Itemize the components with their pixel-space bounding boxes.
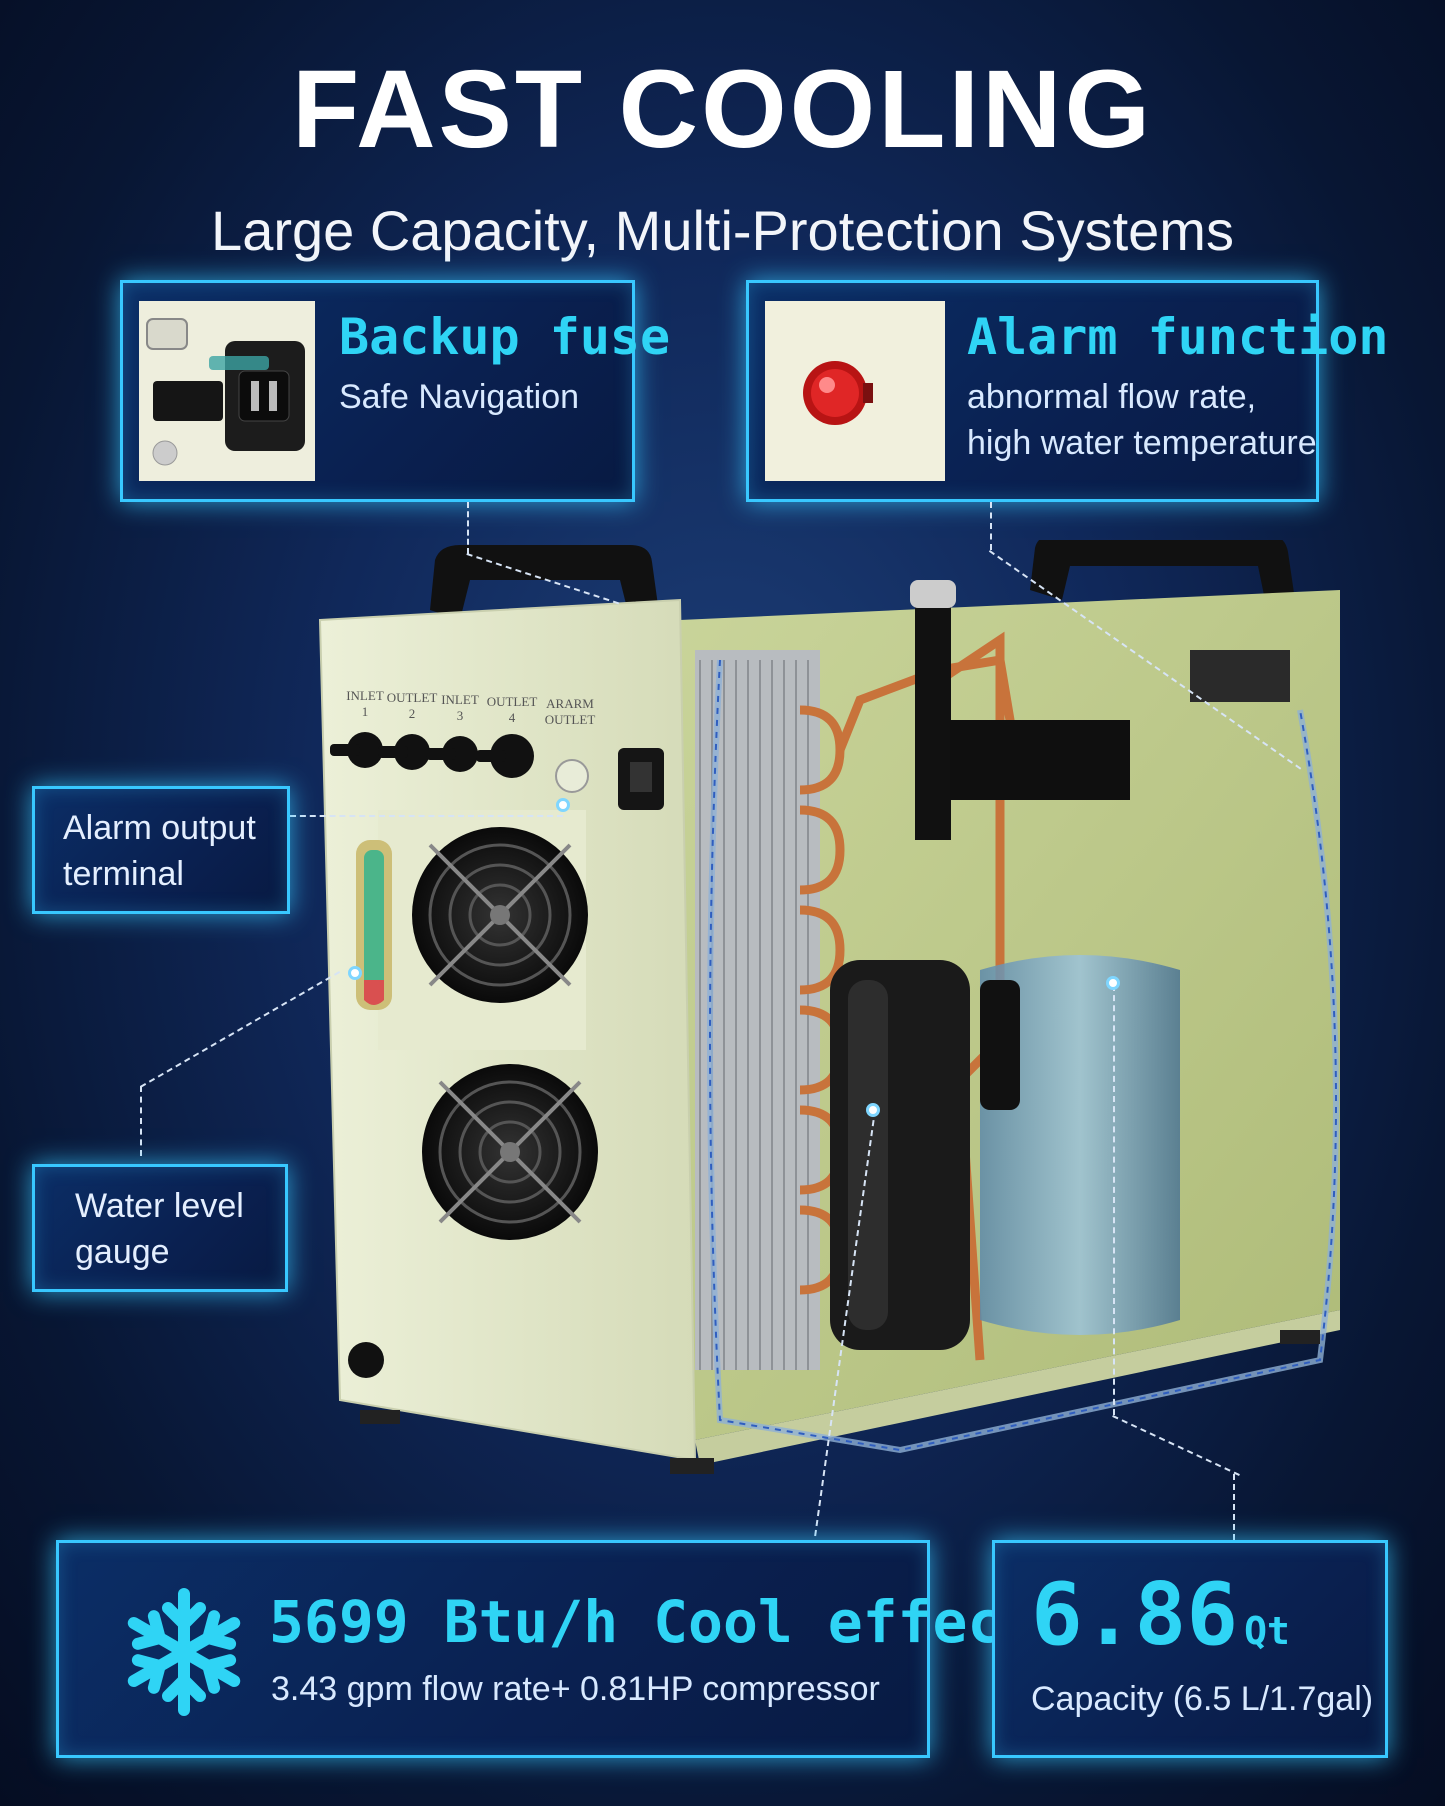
backup-fuse-panel: Backup fuse Safe Navigation xyxy=(120,280,670,502)
svg-text:3: 3 xyxy=(457,708,464,723)
capacity-unit: Qt xyxy=(1244,1609,1290,1653)
backup-fuse-image xyxy=(139,301,315,481)
capacity-desc: Capacity (6.5 L/1.7gal) xyxy=(1031,1680,1374,1718)
alarm-output-line-2: terminal xyxy=(63,855,184,893)
marker-alarm-output xyxy=(556,798,570,812)
leader-alarm-output xyxy=(290,815,563,817)
svg-text:2: 2 xyxy=(409,706,416,721)
capacity-value: 6.86 xyxy=(1031,1565,1239,1665)
page-subtitle: Large Capacity, Multi-Protection Systems xyxy=(211,199,1234,262)
cooling-spec-desc: 3.43 gpm flow rate+ 0.81HP compressor xyxy=(271,1670,880,1708)
leader-alarm-function xyxy=(990,502,992,550)
alarm-output-callout: Alarm output terminal xyxy=(32,786,290,914)
cooling-spec-panel: 5699 Btu/h Cool effect 3.43 gpm flow rat… xyxy=(56,1540,1037,1758)
svg-text:OUTLET: OUTLET xyxy=(545,712,596,727)
cooling-spec-title: 5699 Btu/h Cool effect xyxy=(269,1588,1038,1656)
svg-text:OUTLET: OUTLET xyxy=(487,694,538,709)
alarm-function-title: Alarm function xyxy=(967,308,1389,366)
backup-fuse-desc: Safe Navigation xyxy=(339,378,580,416)
svg-text:OUTLET: OUTLET xyxy=(387,690,438,705)
water-level-line-2: gauge xyxy=(75,1233,170,1271)
page-title: FAST COOLING xyxy=(292,48,1153,171)
leader-backup-fuse xyxy=(467,502,469,554)
alarm-function-panel: Alarm function abnormal flow rate, high … xyxy=(746,280,1388,502)
alarm-function-image xyxy=(765,301,945,481)
svg-text:INLET: INLET xyxy=(346,688,384,703)
alarm-output-line-1: Alarm output xyxy=(63,809,256,847)
water-level-line-1: Water level xyxy=(75,1187,244,1225)
marker-compressor xyxy=(866,1103,880,1117)
marker-tank xyxy=(1106,976,1120,990)
svg-text:INLET: INLET xyxy=(441,692,479,707)
leader-tank-v xyxy=(1233,1474,1235,1540)
alarm-function-desc-1: abnormal flow rate, xyxy=(967,378,1257,416)
svg-text:1: 1 xyxy=(362,704,369,719)
water-level-callout: Water level gauge xyxy=(32,1164,288,1292)
svg-text:4: 4 xyxy=(509,710,516,725)
backup-fuse-title: Backup fuse xyxy=(339,308,671,366)
leader-water-level-h xyxy=(140,1086,142,1156)
leader-tank xyxy=(1113,985,1115,1415)
snowflake-icon xyxy=(127,1588,241,1716)
alarm-function-desc-2: high water temperature xyxy=(967,424,1317,462)
svg-text:ARARM: ARARM xyxy=(546,696,594,711)
marker-water-level xyxy=(348,966,362,980)
